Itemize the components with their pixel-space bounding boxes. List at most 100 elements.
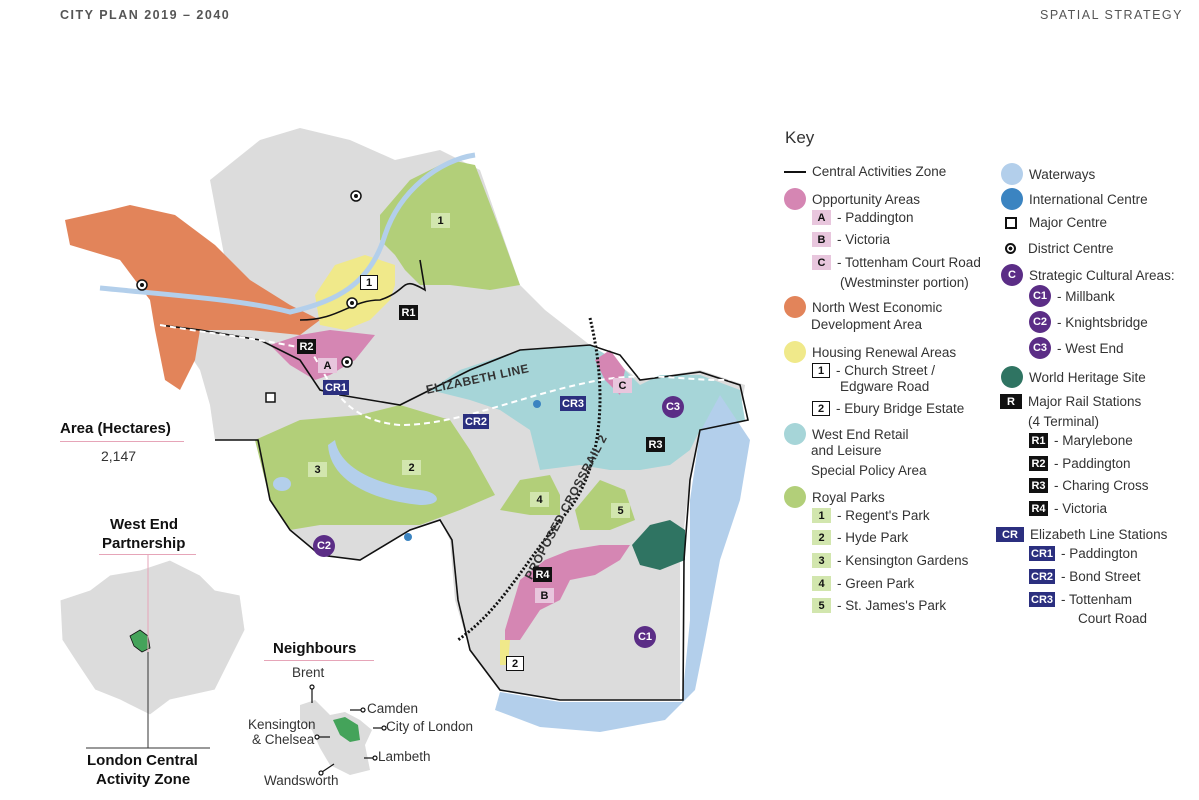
whs-swatch: [1001, 366, 1023, 388]
label-park-2: 2: [402, 460, 421, 475]
label-park-1: 1: [431, 213, 450, 228]
international-centre-marker: [533, 400, 541, 408]
key-caz: Central Activities Zone: [812, 164, 947, 179]
key-code: R2: [1029, 456, 1048, 471]
key-opp-c-note: (Westminster portion): [840, 275, 969, 290]
key-el-item: - Bond Street: [1061, 569, 1141, 584]
neighbour-wandsworth: Wandsworth: [264, 773, 339, 788]
key-park: - Hyde Park: [837, 530, 909, 545]
label-c3: C3: [662, 396, 684, 418]
key-housing-2: - Ebury Bridge Estate: [836, 401, 965, 416]
major-centre-marker: [265, 392, 276, 403]
key-waterways: Waterways: [1029, 166, 1096, 182]
key-code: 5: [812, 598, 831, 613]
label-housing-2: 2: [506, 656, 524, 671]
key-code: A: [812, 210, 831, 225]
round-pond: [273, 477, 291, 491]
label-park-3: 3: [308, 462, 327, 477]
label-r1: R1: [399, 305, 418, 320]
river-thames: [495, 395, 750, 732]
label-r2: R2: [297, 339, 316, 354]
inset-title-l1: West End: [110, 516, 179, 533]
london-boroughs-map: [59, 559, 246, 716]
key-el: Elizabeth Line Stations: [1030, 527, 1168, 542]
key-code: 4: [812, 576, 831, 591]
key-code: CR3: [1029, 592, 1056, 607]
section-title: SPATIAL STRATEGY: [1039, 8, 1183, 22]
label-c: C: [613, 378, 632, 393]
key-west-end-l3: Special Policy Area: [811, 463, 927, 478]
key-rail-l2: (4 Terminal): [1028, 414, 1100, 429]
nw-swatch: [784, 296, 806, 318]
key-code: 1: [812, 363, 830, 378]
opportunity-area-paddington: [270, 330, 375, 380]
label-b: B: [535, 588, 554, 603]
key-code: B: [812, 232, 831, 247]
key-parks: Royal Parks: [812, 489, 885, 505]
key-rail-item: - Charing Cross: [1054, 478, 1149, 493]
neighbour-city-of-london: City of London: [386, 719, 474, 734]
key-park: - Regent's Park: [837, 508, 930, 523]
label-park-4: 4: [530, 492, 549, 507]
key-nw: North West Economic: [812, 299, 943, 315]
label-r3: R3: [646, 437, 665, 452]
major-centre-icon: [1005, 216, 1017, 229]
key-park: - St. James's Park: [837, 598, 947, 613]
key-code: C2: [1029, 311, 1051, 333]
intl-centre-swatch: [1001, 188, 1023, 210]
key-opp-c: - Tottenham Court Road: [837, 255, 981, 270]
parks-swatch: [784, 486, 806, 508]
key-code: 1: [812, 508, 831, 523]
area-value: 2,147: [101, 448, 137, 464]
key-opp-a: - Paddington: [837, 210, 914, 225]
sca-icon: C: [1001, 264, 1023, 286]
label-cr1: CR1: [323, 380, 350, 395]
neighbour-lambeth: Lambeth: [378, 749, 431, 764]
serpentine-lake: [328, 440, 437, 505]
key-rail-item: - Marylebone: [1054, 433, 1133, 448]
caz-line-swatch: [784, 170, 806, 173]
key-sca-item: - West End: [1057, 340, 1124, 356]
inset-caption-l1: London Central: [87, 752, 198, 769]
key-code: R4: [1029, 501, 1048, 516]
key-nw-l2: Development Area: [811, 317, 923, 332]
key-title: Key: [785, 128, 815, 147]
key-sca-item: - Knightsbridge: [1057, 314, 1148, 330]
district-centre-dots: [140, 194, 358, 364]
neighbour-camden: Camden: [367, 701, 419, 716]
district-centre-icon: [1005, 243, 1016, 254]
elizabeth-line-route: [159, 324, 746, 427]
central-activities-zone-line: [159, 259, 749, 701]
key-district: District Centre: [1028, 241, 1114, 256]
key-code: 3: [812, 553, 831, 568]
key-rail: Major Rail Stations: [1028, 394, 1142, 409]
key-west-end: West End Retail: [812, 426, 909, 442]
key-housing-1-note: Edgware Road: [840, 379, 930, 394]
key-park: - Green Park: [837, 576, 915, 591]
regents-canal: [99, 152, 476, 315]
key-rail-item: - Paddington: [1054, 456, 1131, 471]
key-el-item: - Paddington: [1061, 546, 1138, 561]
waterways-swatch: [1001, 163, 1023, 185]
key-intl: International Centre: [1029, 191, 1148, 207]
housing-church-street: [315, 255, 395, 330]
label-a: A: [318, 358, 337, 373]
label-c2: C2: [313, 535, 335, 557]
area-title: Area (Hectares): [60, 420, 171, 437]
crossrail-2-route: [457, 317, 602, 642]
label-housing-1: 1: [360, 275, 378, 290]
neighbour-chelsea: & Chelsea: [252, 732, 315, 747]
inset-title-l2: Partnership: [102, 535, 186, 552]
key-rail-item: - Victoria: [1054, 501, 1108, 516]
key-whs: World Heritage Site: [1029, 369, 1146, 385]
inset-caption-l2: Activity Zone: [96, 771, 191, 788]
key-west-end-l2: and Leisure: [811, 443, 882, 458]
westminster-highlight: [129, 629, 151, 653]
neighbours-map: [300, 700, 372, 775]
el-icon: CR: [996, 527, 1024, 542]
key-code: 2: [812, 401, 830, 416]
key-housing: Housing Renewal Areas: [812, 344, 957, 360]
key-code: CR1: [1029, 546, 1056, 561]
key-major: Major Centre: [1029, 215, 1108, 230]
